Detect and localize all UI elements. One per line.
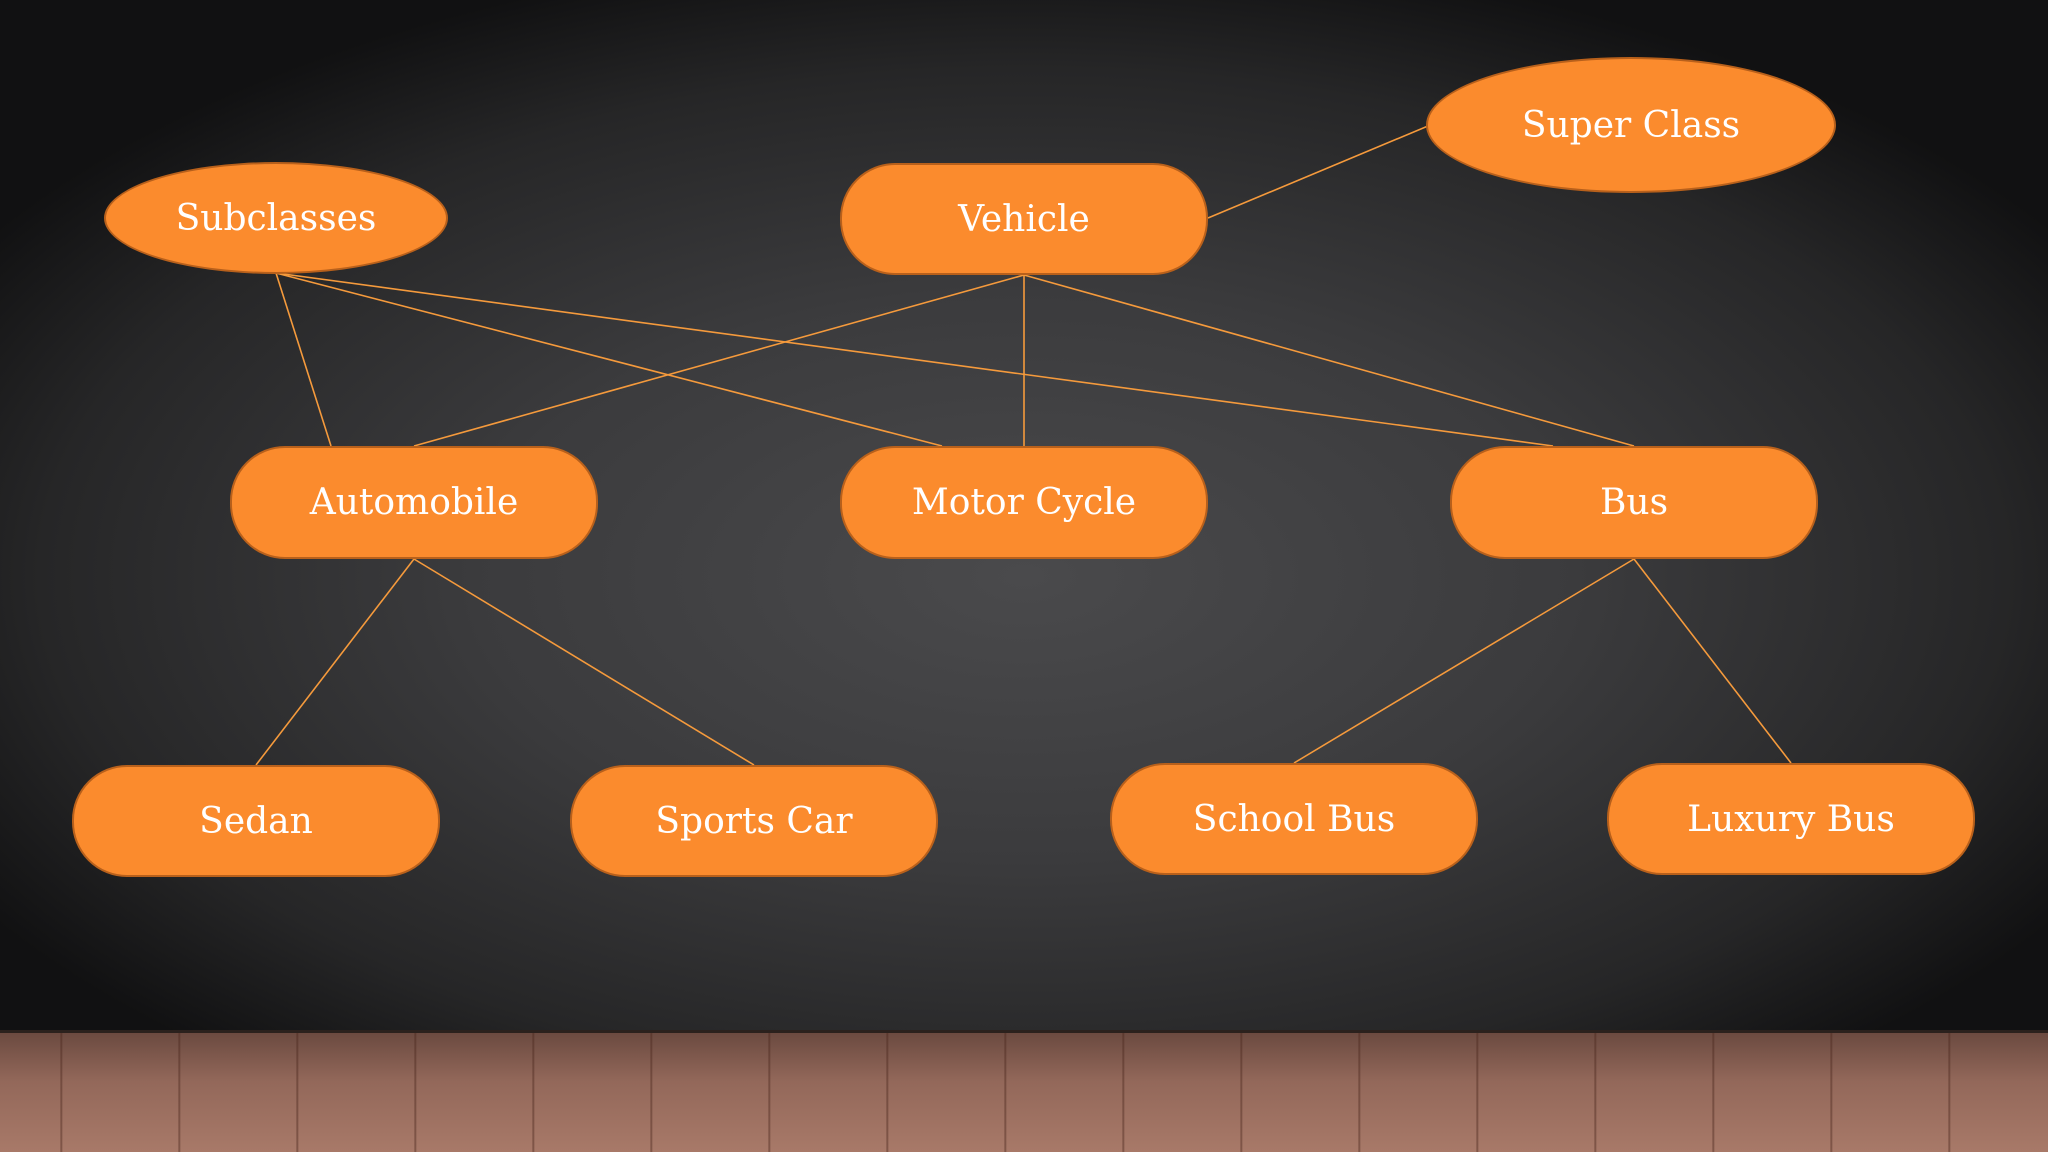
edge-automobile-sedan: [255, 558, 415, 766]
node-luxury-bus: Luxury Bus: [1607, 763, 1975, 875]
node-motor-cycle: Motor Cycle: [840, 446, 1208, 559]
edge-bus-school-bus: [1293, 558, 1635, 764]
node-school-bus: School Bus: [1110, 763, 1478, 875]
node-bus: Bus: [1450, 446, 1818, 559]
node-subclasses: Subclasses: [104, 162, 448, 274]
edge-subclasses-automobile: [275, 272, 332, 447]
node-vehicle: Vehicle: [840, 163, 1208, 275]
node-sports-car: Sports Car: [570, 765, 938, 877]
edge-vehicle-automobile: [413, 274, 1025, 447]
node-automobile: Automobile: [230, 446, 598, 559]
edge-vehicle-super-class: [1207, 125, 1429, 219]
edge-bus-luxury-bus: [1633, 558, 1792, 764]
node-sedan: Sedan: [72, 765, 440, 877]
edge-subclasses-bus: [275, 272, 1554, 447]
edge-automobile-sports-car: [413, 558, 755, 766]
edge-vehicle-bus: [1023, 274, 1635, 447]
node-super-class: Super Class: [1426, 57, 1836, 193]
wood-floor: [0, 1030, 2048, 1152]
edge-subclasses-motor-cycle: [275, 272, 943, 447]
